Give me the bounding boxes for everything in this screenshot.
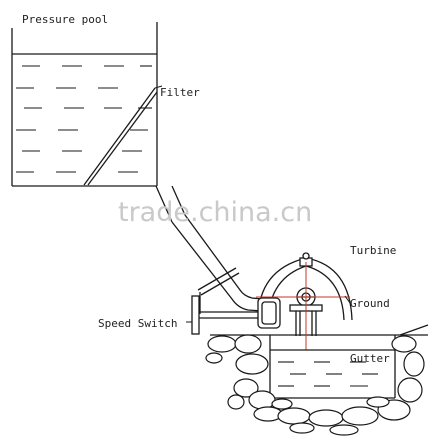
watermark-text: trade.china.cn <box>118 197 312 228</box>
stone-bed <box>205 334 425 436</box>
gutter-water-dashes <box>278 361 378 387</box>
label-gutter: Gutter <box>350 352 390 365</box>
label-ground: Ground <box>350 297 390 310</box>
speed-switch-valve <box>186 267 262 335</box>
label-speed-switch: Speed Switch <box>98 317 177 330</box>
label-turbine: Turbine <box>350 244 396 257</box>
valve-disc <box>197 267 237 291</box>
gutter-channel <box>269 335 396 399</box>
label-filter: Filter <box>160 86 200 99</box>
ground-leader <box>344 295 351 304</box>
turbine-reference-lines <box>256 262 350 350</box>
penstock-pipe <box>155 185 263 312</box>
turbine-inlet-casing <box>257 297 281 329</box>
ground-surface <box>210 324 429 336</box>
turbine-unit <box>257 252 353 336</box>
filter-screen <box>83 87 158 186</box>
filter-leader <box>154 85 163 89</box>
label-pressure-pool: Pressure pool <box>22 13 108 26</box>
pool-water-dashes <box>16 65 152 173</box>
speed-switch-handle <box>191 295 200 335</box>
pressure-pool <box>11 22 158 187</box>
